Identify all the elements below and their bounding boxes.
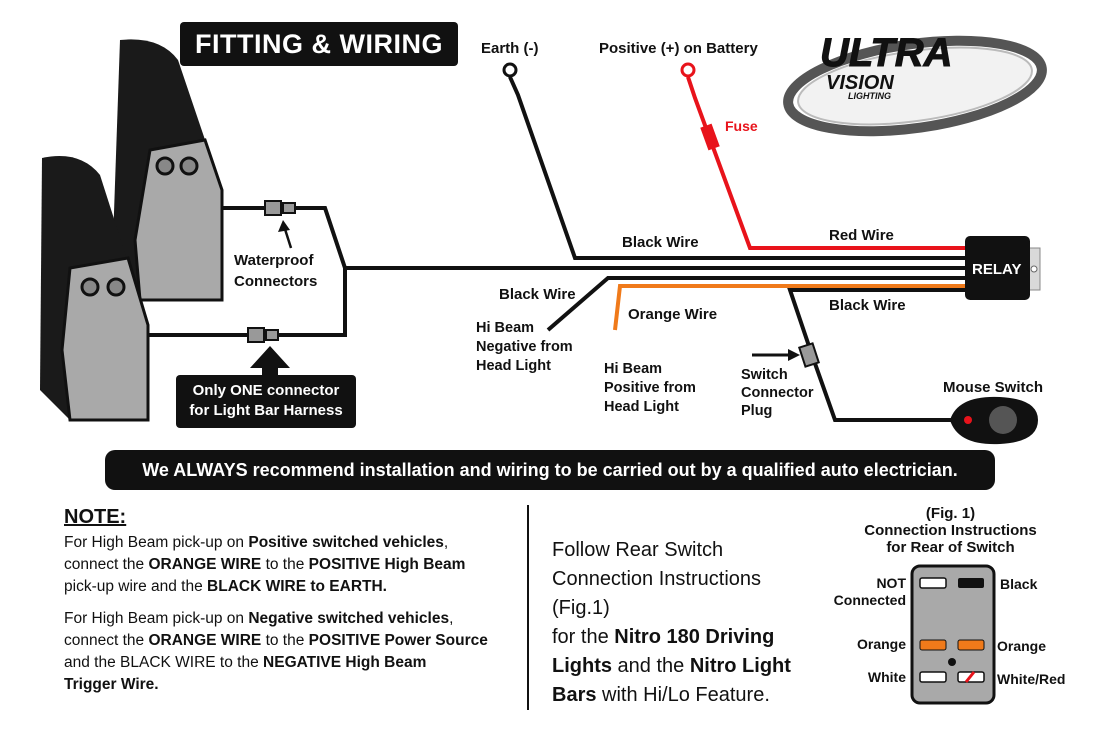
orange-wire-label: Orange Wire [628,306,717,323]
waterproof-connector-bottom [247,327,279,343]
fig-title-2: for Rear of Switch [886,539,1015,556]
waterproof-connector-top [264,200,296,216]
only-one-line-2: for Light Bar Harness [189,402,343,419]
hi-beam-positive-label-1: Hi Beam [604,361,662,377]
logo-ultra: ULTRA [820,31,953,75]
safety-warning-banner: We ALWAYS recommend installation and wir… [105,450,995,490]
fig-not-connected-2: Connected [834,592,906,608]
hi-beam-negative-label-1: Hi Beam [476,320,534,336]
waterproof-label-2: Connectors [234,273,317,290]
earth-black-wire [508,76,1000,260]
follow-instructions: Follow Rear Switch Connection Instructio… [552,536,822,710]
red-wire-label: Red Wire [829,227,894,244]
fuse [700,123,720,151]
mouse-switch-label: Mouse Switch [943,379,1043,396]
orange-wire [613,284,1000,331]
fig-not-connected-1: NOT [876,575,906,591]
pin-not-connected [919,577,947,589]
black-wire-label-left: Black Wire [499,286,576,303]
only-one-connector-arrow [250,346,290,378]
fig-orange-right-label: Orange [997,638,1046,654]
hi-beam-negative-label-3: Head Light [476,358,551,374]
figure-1-heading: (Fig. 1) Connection Instructions for Rea… [838,505,1063,556]
fig-orange-left-label: Orange [857,636,906,652]
hi-beam-positive-label-3: Head Light [604,399,679,415]
earth-label: Earth (-) [481,40,539,57]
pin-black [958,578,984,588]
note-title: NOTE: [64,506,127,528]
black-wire-label-right: Black Wire [829,297,906,314]
earth-terminal [502,62,518,78]
note-section: NOTE: For High Beam pick-up on Positive … [64,506,524,706]
relay-label: RELAY [972,261,1021,278]
note-paragraph-negative: For High Beam pick-up on Negative switch… [64,610,488,693]
red-wire [686,76,1000,250]
logo-lighting: LIGHTING [848,91,891,101]
fig-black-label: Black [1000,576,1038,592]
note-paragraph-positive: For High Beam pick-up on Positive switch… [64,534,466,595]
fig-label: (Fig. 1) [925,505,976,522]
fig-white-label: White [868,669,906,685]
hi-beam-positive-label-2: Positive from [604,380,696,396]
black-wire-label-top: Black Wire [622,234,699,251]
driving-light-front [40,156,150,422]
connector-pointer-arrowhead [278,220,290,232]
relay [965,236,1030,300]
hi-beam-negative-black-wire [546,276,1000,332]
switch-connector-plug [797,342,821,368]
logo-vision: VISION [826,72,894,94]
battery-positive-label: Positive (+) on Battery [599,40,758,57]
follow-line-3: for the Nitro 180 Driving [552,626,775,648]
switch-rear-figure [910,564,996,705]
fig-title-1: Connection Instructions [864,522,1037,539]
switch-plug-label-2: Connector [741,385,814,401]
follow-line-5: Bars with Hi/Lo Feature. [552,684,770,706]
fig-white-red-label: White/Red [997,671,1065,687]
follow-line-2: Connection Instructions (Fig.1) [552,568,762,619]
driving-light-rear [112,39,224,302]
section-divider [527,505,529,710]
switch-plug-label-3: Plug [741,403,772,419]
mouse-switch [950,396,1038,445]
pin-orange-right [957,639,985,651]
pin-white [919,671,947,683]
battery-positive-terminal [680,62,696,78]
follow-line-4: Lights and the Nitro Light [552,655,791,677]
hi-beam-negative-label-2: Negative from [476,339,573,355]
switch-plug-arrowhead [788,349,800,361]
page-title: FITTING & WIRING [180,22,458,66]
only-one-line-1: Only ONE connector [192,382,340,399]
pin-orange-left [919,639,947,651]
fuse-label: Fuse [725,118,758,134]
switch-plug-label-1: Switch [741,367,788,383]
ultra-vision-logo: ULTRA VISION LIGHTING [783,31,1047,137]
waterproof-label-1: Waterproof [234,252,314,269]
only-one-connector-box: Only ONE connector for Light Bar Harness [176,375,356,428]
follow-line-1: Follow Rear Switch [552,539,724,561]
